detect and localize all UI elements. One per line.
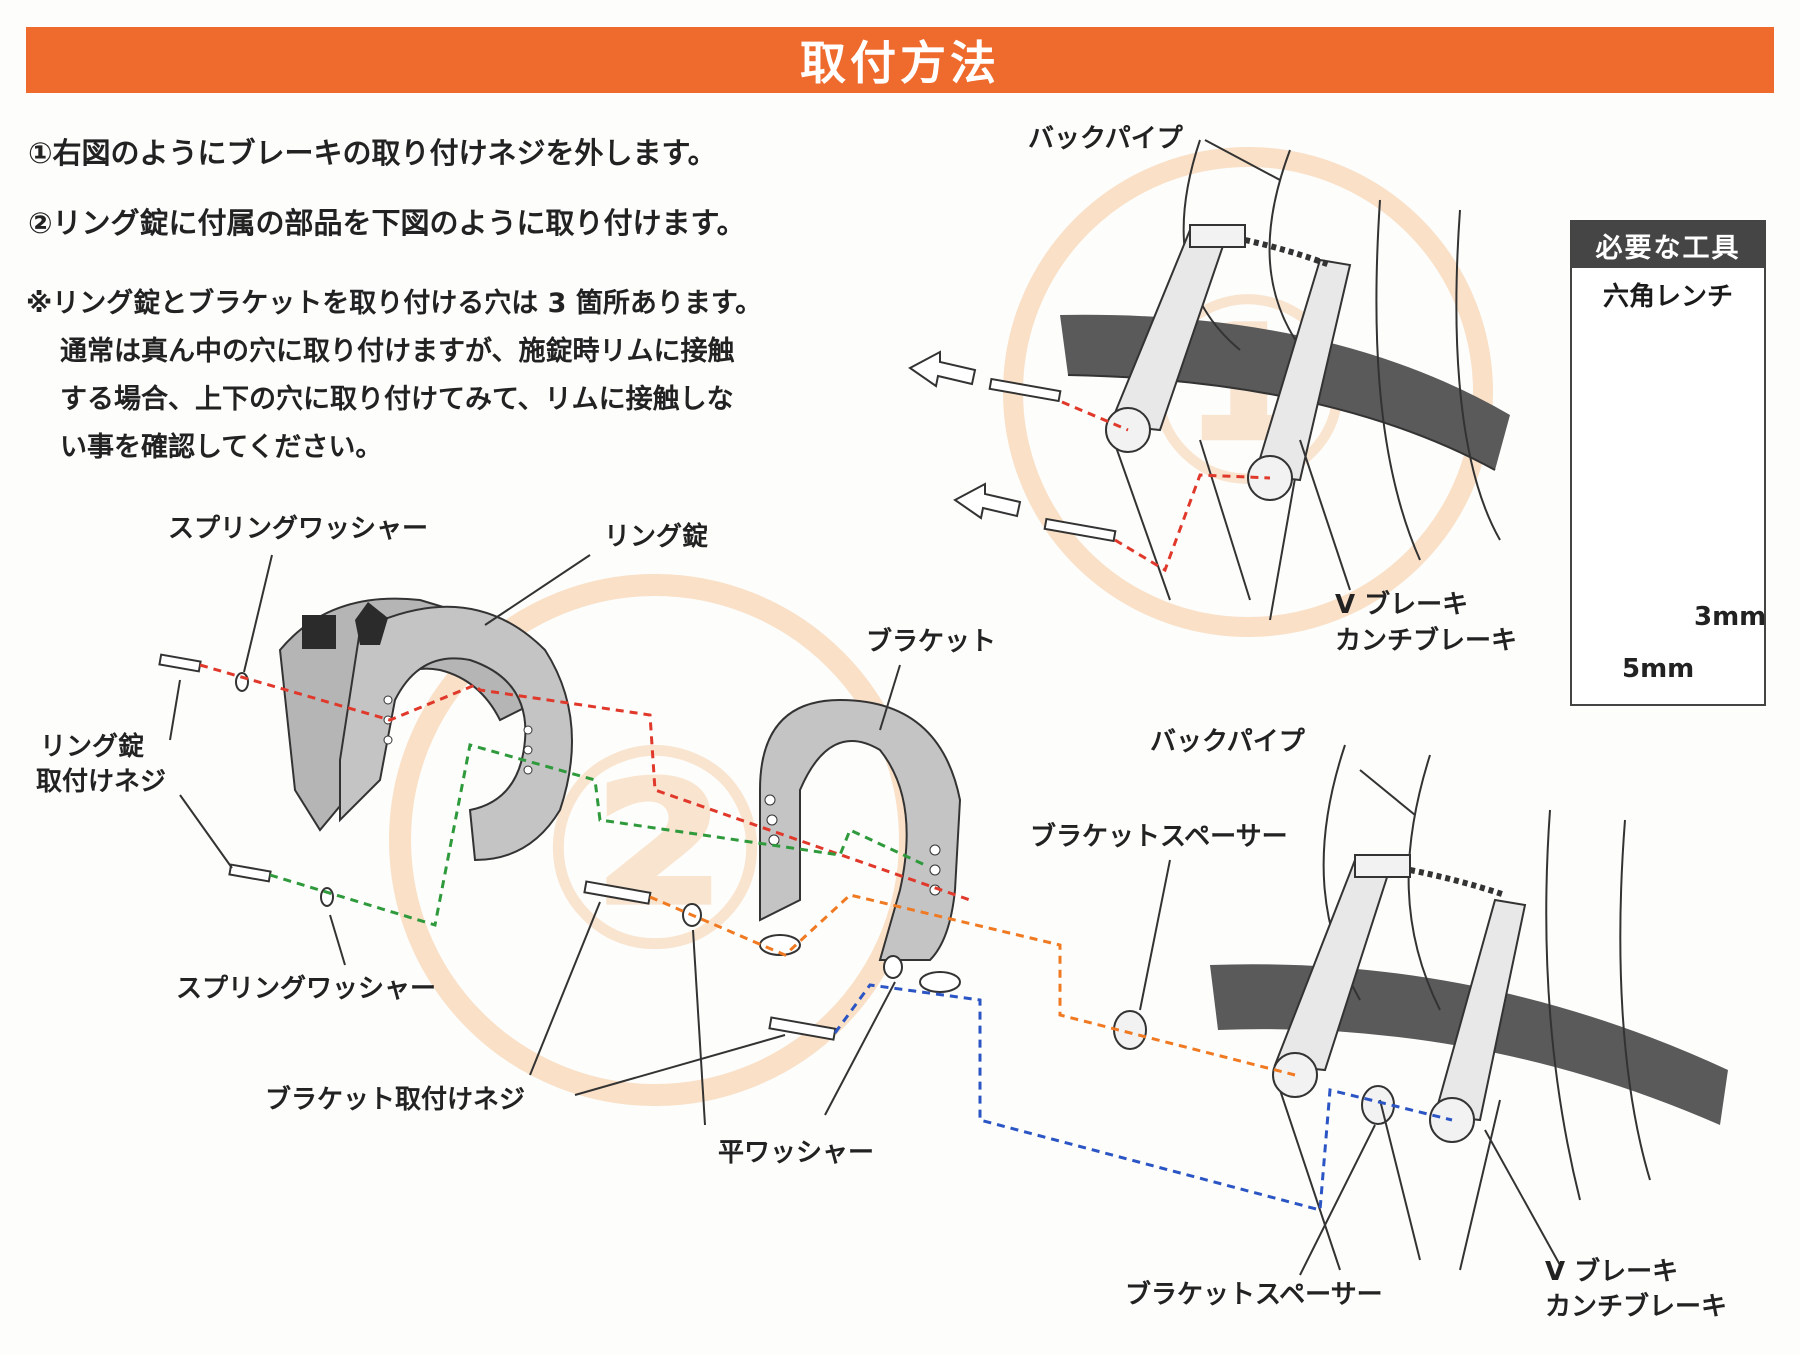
- step-2-badge-number: ②: [536, 686, 773, 1012]
- ring-lock-illustration: [278, 597, 573, 862]
- note-line: する場合、上下の穴に取り付けてみて、リムに接触しな: [60, 384, 734, 415]
- label-bracket-spacer-bottom: ブラケットスペーサー: [1125, 1280, 1383, 1310]
- bracket-illustration: [759, 698, 962, 993]
- note-line: い事を確認してください。: [60, 432, 383, 463]
- note-block: ※リング錠とブラケットを取り付ける穴は 3 箇所あります。 通常は真ん中の穴に取…: [26, 280, 762, 472]
- label-bracket-spacer-top: ブラケットスペーサー: [1030, 822, 1288, 852]
- label-spring-washer-top: スプリングワッシャー: [168, 514, 429, 544]
- diagram-1: ①: [908, 139, 1510, 637]
- label-v-brake-2: V ブレーキ: [1545, 1257, 1679, 1287]
- required-tools-box: 必要な工具 六角レンチ 3mm 5mm: [1570, 220, 1766, 706]
- tools-subtitle: 六角レンチ: [1602, 282, 1733, 312]
- tool-size-3mm: 3mm: [1694, 602, 1767, 632]
- label-flat-washer: 平ワッシャー: [718, 1138, 875, 1168]
- bracket-spacer: [1361, 1085, 1395, 1125]
- tools-title: 必要な工具: [1572, 222, 1764, 268]
- brake-arm-right: [1253, 258, 1352, 482]
- label-ring-lock-screw-line1: リング錠: [40, 732, 145, 762]
- label-back-pipe-1: バックパイプ: [1028, 124, 1183, 154]
- tool-size-5mm: 5mm: [1622, 654, 1695, 684]
- label-v-brake-1: V ブレーキ: [1335, 590, 1469, 620]
- label-spring-washer-bottom: スプリングワッシャー: [176, 974, 437, 1004]
- label-ring-lock: リング錠: [604, 522, 709, 552]
- title-banner: 取付方法: [26, 27, 1774, 93]
- step-2-text: ②リング錠に付属の部品を下図のように取り付けます。: [28, 206, 746, 240]
- step-1-text: ①右図のようにブレーキの取り付けネジを外します。: [28, 136, 717, 170]
- label-back-pipe-2: バックパイプ: [1150, 727, 1305, 757]
- label-ring-lock-screw-line2: 取付けネジ: [36, 767, 167, 797]
- label-cantilever-1: カンチブレーキ: [1335, 626, 1518, 656]
- page-title: 取付方法: [800, 36, 1000, 90]
- label-cantilever-2: カンチブレーキ: [1545, 1292, 1728, 1322]
- label-bracket: ブラケット: [866, 627, 997, 657]
- label-bracket-screw: ブラケット取付けネジ: [265, 1085, 526, 1115]
- note-line: 通常は真ん中の穴に取り付けますが、施錠時リムに接触: [60, 336, 735, 367]
- brake-arm-right: [1433, 898, 1527, 1122]
- diagram-2: ②: [158, 554, 1728, 1276]
- note-line: ※リング錠とブラケットを取り付ける穴は 3 箇所あります。: [26, 288, 763, 319]
